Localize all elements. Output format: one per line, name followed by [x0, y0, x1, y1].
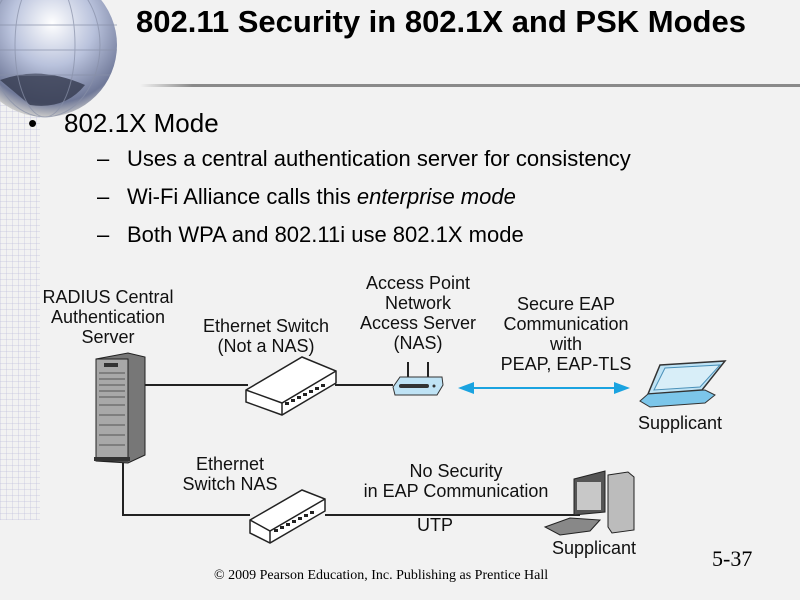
- bullet-text: 802.1X Mode: [64, 108, 219, 138]
- page-number: 5-37: [712, 546, 753, 571]
- label-line: RADIUS Central: [42, 287, 174, 307]
- label-line: Ethernet: [195, 454, 265, 474]
- sub-bullet-prefix: Wi-Fi Alliance calls this: [127, 184, 357, 209]
- label-line: with: [549, 334, 582, 354]
- label-line: Server: [81, 327, 135, 347]
- arrow-head-right-icon: [614, 382, 630, 394]
- label-line: (Not a NAS): [217, 336, 315, 356]
- label-line: (NAS): [393, 333, 443, 353]
- sub-bullet-glyph: –: [97, 222, 110, 247]
- label-line: Switch NAS: [182, 474, 278, 494]
- sub-bullet-glyph: –: [97, 184, 110, 209]
- sub-bullet-text: Both WPA and 802.11i use 802.1X mode: [127, 222, 524, 247]
- utp-label: UTP: [417, 515, 453, 535]
- globe-logo-icon: [0, 0, 117, 118]
- slide-title: 802.11 Security in 802.1X and PSK Modes: [136, 4, 746, 39]
- label-line: Secure EAP: [516, 294, 616, 314]
- title-divider: [140, 84, 800, 87]
- laptop-icon: [639, 360, 727, 408]
- background-texture: [0, 100, 40, 520]
- link-server-nas: [122, 460, 250, 516]
- supplicant-wireless-label: Supplicant: [637, 413, 723, 433]
- access-point-label: Access Point Network Access Server (NAS): [348, 273, 488, 353]
- bullet-glyph: •: [28, 108, 38, 138]
- ethernet-switch-nas-icon: [249, 489, 326, 544]
- desktop-computer-icon: [543, 470, 635, 536]
- radius-server-label: RADIUS Central Authentication Server: [30, 287, 186, 347]
- supplicant-wired-label: Supplicant: [551, 538, 637, 558]
- ethernet-switch-icon: [245, 356, 337, 416]
- bullet-item: • 802.1X Mode: [28, 106, 631, 140]
- label-line: in EAP Communication: [363, 481, 549, 501]
- sub-bullet-item: – Both WPA and 802.11i use 802.1X mode: [28, 216, 631, 254]
- sub-bullet-item: – Uses a central authentication server f…: [28, 140, 631, 178]
- network-diagram: RADIUS Central Authentication Server Eth…: [0, 265, 800, 565]
- sub-bullet-glyph: –: [97, 146, 110, 171]
- diagram-graphics: [94, 352, 727, 544]
- sub-bullet-text: Wi-Fi Alliance calls this enterprise mod…: [127, 178, 516, 216]
- label-line: Access Server: [359, 313, 477, 333]
- sub-bullet-emphasis: enterprise mode: [356, 184, 516, 209]
- no-security-label: No Security in EAP Communication: [344, 461, 568, 501]
- bullet-list: • 802.1X Mode – Uses a central authentic…: [28, 106, 631, 254]
- access-point-icon: [392, 362, 444, 396]
- label-line: Network: [384, 293, 451, 313]
- secure-eap-label: Secure EAP Communication with PEAP, EAP-…: [488, 294, 644, 374]
- ethernet-switch-nas-label: Ethernet Switch NAS: [168, 454, 292, 494]
- server-tower-icon: [94, 352, 146, 464]
- label-line: Access Point: [365, 273, 471, 293]
- label-line: Communication: [503, 314, 629, 334]
- sub-bullet-item: – Wi-Fi Alliance calls this enterprise m…: [28, 178, 631, 216]
- sub-bullet-text: Uses a central authentication server for…: [127, 146, 631, 171]
- label-line: No Security: [409, 461, 503, 481]
- copyright-footer: © 2009 Pearson Education, Inc. Publishin…: [214, 568, 549, 583]
- ethernet-switch-label: Ethernet Switch (Not a NAS): [192, 316, 340, 356]
- label-line: Ethernet Switch: [202, 316, 330, 336]
- arrow-head-left-icon: [458, 382, 474, 394]
- label-line: Authentication: [50, 307, 166, 327]
- label-line: PEAP, EAP-TLS: [500, 354, 632, 374]
